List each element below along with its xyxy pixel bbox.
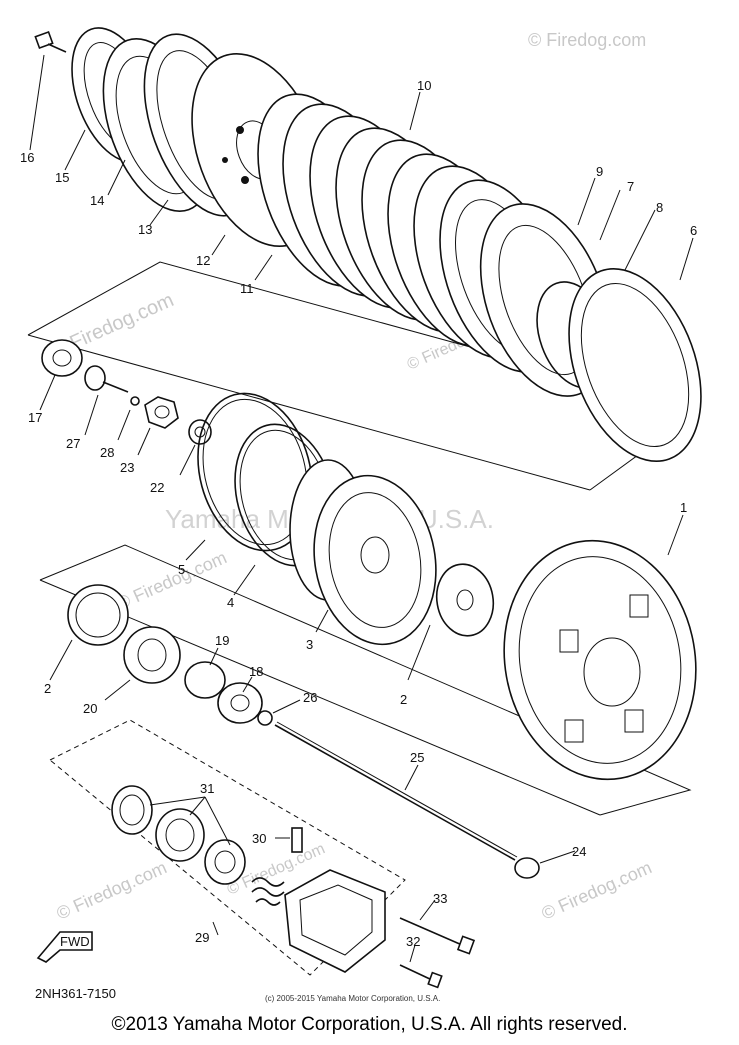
part-16-bolt [29, 30, 67, 151]
part-25-push-rod [274, 721, 518, 861]
part-33-bolt [399, 917, 476, 955]
label-28: 28 [100, 445, 114, 460]
label-11: 11 [240, 281, 254, 296]
part-19-bearing [184, 661, 226, 699]
part-29-cover [284, 869, 386, 973]
part-2-thrust-washer [435, 563, 495, 637]
label-9: 9 [596, 164, 603, 179]
small-copyright: (c) 2005-2015 Yamaha Motor Corporation, … [265, 994, 440, 1003]
leader-lines [39, 91, 694, 963]
part-28-ball [130, 396, 140, 406]
label-4: 4 [227, 595, 234, 610]
label-8: 8 [656, 200, 663, 215]
label-12: 12 [196, 253, 210, 268]
copyright-footer: ©2013 Yamaha Motor Corporation, U.S.A. A… [111, 1014, 628, 1035]
label-25: 25 [410, 750, 424, 765]
part-26-o-ring [257, 710, 273, 726]
label-14: 14 [90, 193, 104, 208]
part-30-bleeder [291, 827, 303, 853]
label-2-center: 2 [400, 692, 407, 707]
label-1: 1 [680, 500, 687, 515]
label-30: 30 [252, 831, 266, 846]
label-19: 19 [215, 633, 229, 648]
part-23-nut [144, 396, 179, 429]
part-32-bolt [399, 964, 443, 989]
label-16: 16 [20, 150, 34, 165]
label-18: 18 [249, 664, 263, 679]
label-20: 20 [83, 701, 97, 716]
label-24: 24 [572, 844, 586, 859]
label-2-left: 2 [44, 681, 51, 696]
label-26: 26 [303, 690, 317, 705]
part-31-seal-kit [111, 785, 246, 885]
assembly-outlines [27, 261, 702, 976]
part-27-push-rod [84, 365, 129, 393]
part-spring [251, 877, 285, 906]
label-15: 15 [55, 170, 69, 185]
fwd-arrow-icon: FWD [36, 931, 93, 963]
part-labels: 16 15 14 13 12 11 10 9 7 8 6 17 27 28 23… [20, 78, 697, 949]
part-1-clutch-housing [503, 539, 697, 781]
label-13: 13 [138, 222, 152, 237]
part-24-collar [514, 857, 540, 879]
label-31: 31 [200, 781, 214, 796]
watermark-bottom-left: © Firedog.com [53, 857, 169, 923]
watermark-left: © Firedog.com [113, 547, 229, 613]
label-23: 23 [120, 460, 134, 475]
label-7: 7 [627, 179, 634, 194]
part-17-bearing [41, 339, 83, 377]
part-2-collar [67, 584, 129, 646]
watermark-bottom-right: © Firedog.com [538, 857, 654, 923]
watermark-top-right: © Firedog.com [528, 30, 646, 50]
label-5: 5 [178, 562, 185, 577]
label-3: 3 [306, 637, 313, 652]
part-18-washer [217, 682, 263, 724]
label-32: 32 [406, 934, 420, 949]
part-20-bushing [123, 626, 181, 684]
label-6: 6 [690, 223, 697, 238]
label-27: 27 [66, 436, 80, 451]
label-17: 17 [28, 410, 42, 425]
label-33: 33 [433, 891, 447, 906]
fwd-label: FWD [60, 934, 90, 949]
label-22: 22 [150, 480, 164, 495]
part-code: 2NH361-7150 [35, 986, 116, 1001]
part-3-clutch-boss [289, 459, 437, 646]
label-10: 10 [417, 78, 431, 93]
part-6-friction-plate [568, 268, 702, 462]
label-29: 29 [195, 930, 209, 945]
part-5-ring [197, 392, 313, 552]
